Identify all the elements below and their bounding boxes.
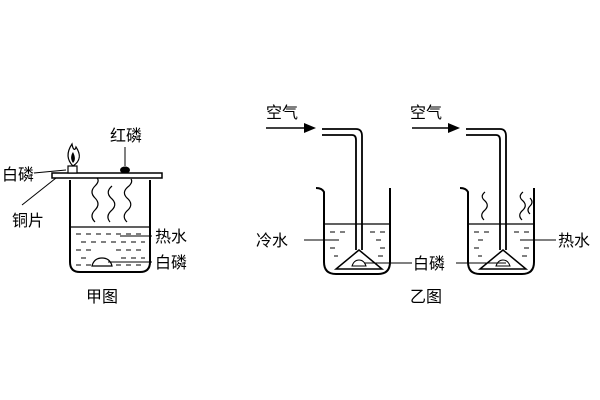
jia-bottom-white-phosphorus — [91, 257, 113, 267]
jia-label-white-phosphorus-top: 白磷 — [2, 165, 34, 184]
yi-label-hot-water: 热水 — [558, 231, 590, 250]
jia-caption: 甲图 — [86, 287, 118, 306]
yi-label-air-left: 空气 — [266, 103, 298, 122]
yi-label-white-phosphorus: 白磷 — [413, 254, 445, 273]
yi-caption: 乙图 — [410, 287, 442, 306]
figure-jia: 红磷 白磷 铜片 热水 白磷 甲图 — [2, 126, 187, 306]
jia-label-red-phosphorus: 红磷 — [110, 126, 142, 145]
yi-right-apparatus — [412, 123, 535, 275]
yi-label-cold-water: 冷水 — [256, 231, 288, 250]
figure-yi: 空气 空气 冷水 白磷 热水 乙图 — [256, 103, 590, 306]
jia-leaders — [21, 147, 152, 263]
yi-left-apparatus — [266, 123, 391, 275]
jia-label-hot-water: 热水 — [155, 227, 187, 246]
yi-right-tube — [466, 128, 507, 250]
yi-right-steam — [481, 191, 533, 221]
jia-label-white-phosphorus-bottom: 白磷 — [155, 253, 187, 272]
yi-left-tube — [322, 128, 363, 250]
jia-white-phosphorus-on-sheet — [67, 165, 78, 174]
jia-beaker — [69, 180, 151, 273]
jia-red-phosphorus — [120, 166, 130, 174]
yi-leaders — [304, 239, 556, 264]
yi-right-beaker — [459, 187, 535, 275]
yi-left-beaker — [315, 187, 391, 275]
jia-steam — [91, 177, 133, 223]
jia-water-dashes — [76, 233, 145, 266]
jia-copper-sheet — [51, 172, 163, 179]
yi-label-air-right: 空气 — [410, 103, 442, 122]
yi-left-water-dashes — [330, 231, 385, 257]
jia-label-copper-sheet: 铜片 — [12, 211, 44, 230]
